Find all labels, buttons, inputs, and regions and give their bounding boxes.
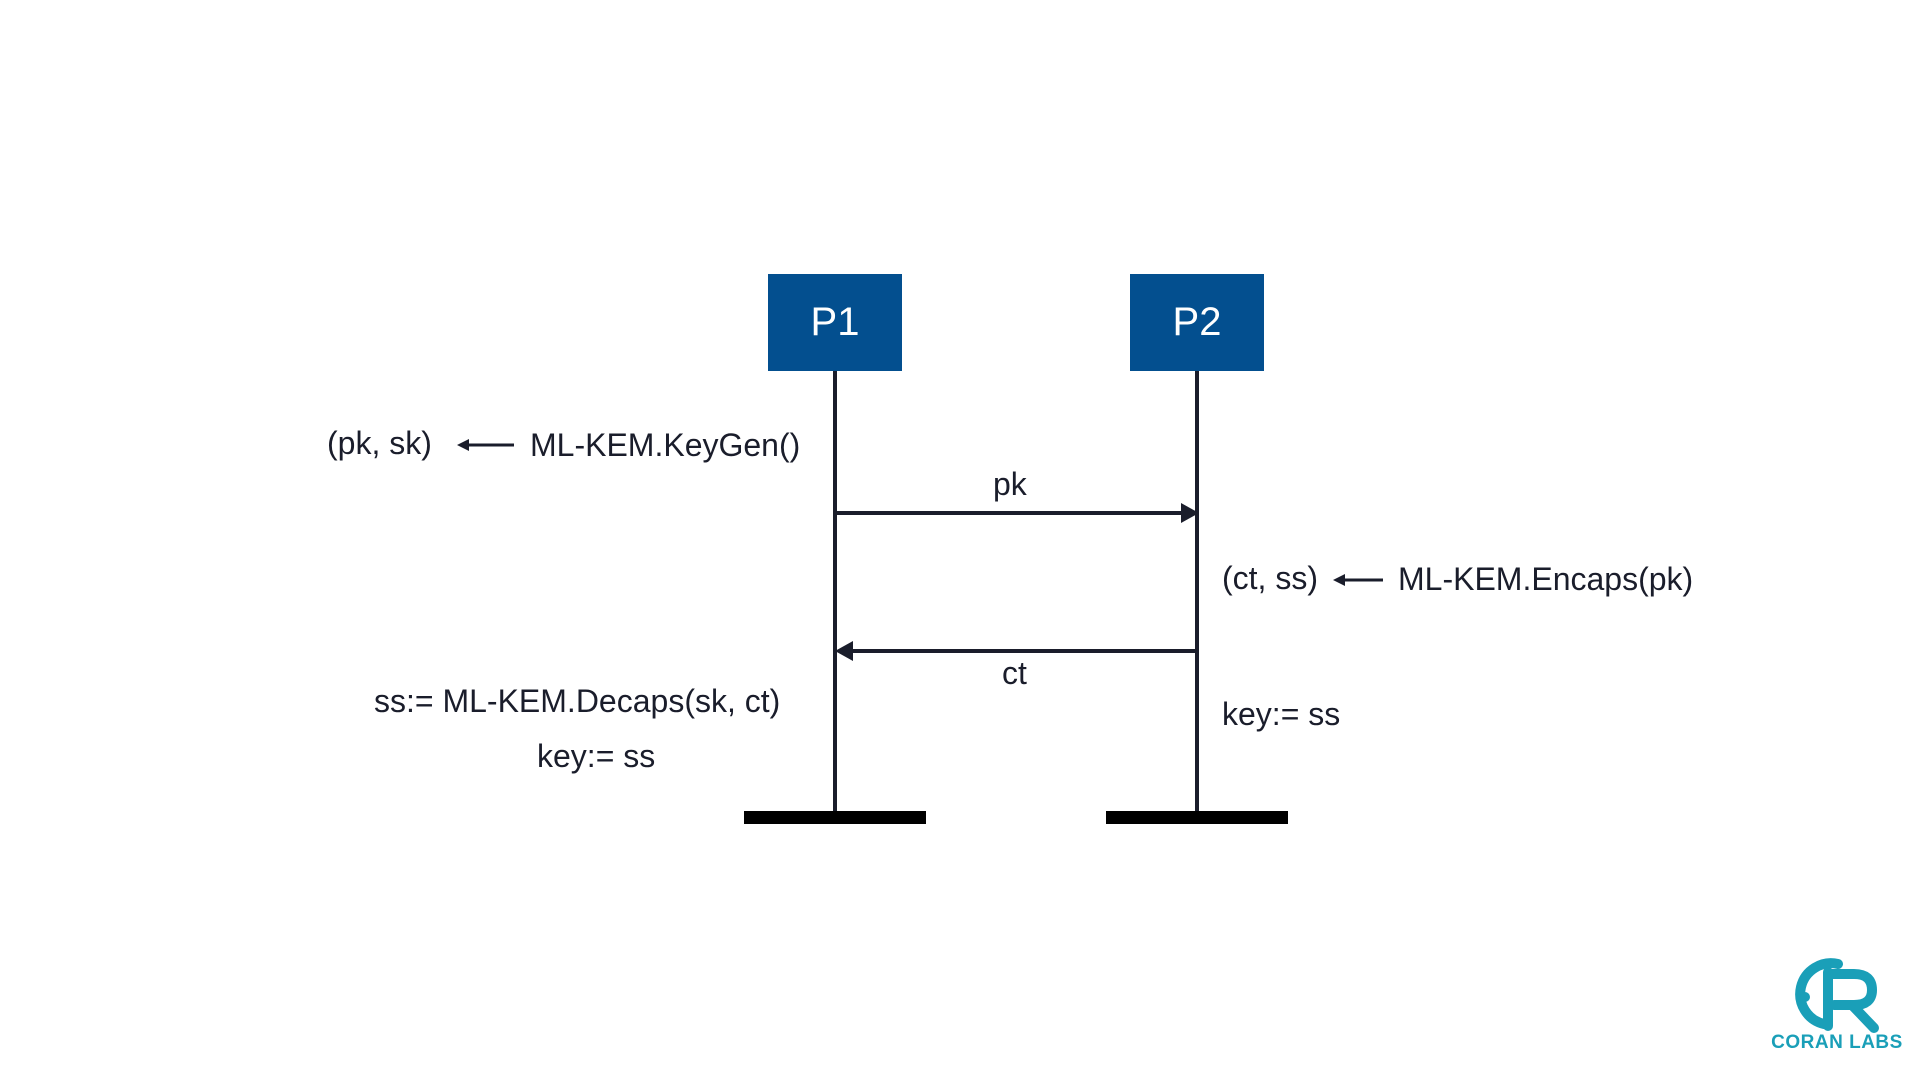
message-line-pk	[837, 511, 1185, 515]
keygen-call-label: ML-KEM.KeyGen()	[530, 427, 801, 463]
arrowhead-ct	[835, 641, 853, 661]
arrowhead-keygen	[457, 439, 469, 451]
message-label-ct: ct	[1002, 655, 1027, 691]
lifeline-p2	[1195, 371, 1199, 816]
brand-name: CORAN LABS	[1771, 1032, 1903, 1053]
arrowhead-encaps	[1333, 574, 1345, 586]
encaps-output-label: (ct, ss)	[1222, 560, 1318, 596]
message-label-pk: pk	[993, 466, 1027, 502]
keygen-output-label: (pk, sk)	[327, 425, 432, 461]
decaps-label: ss:= ML-KEM.Decaps(sk, ct)	[374, 683, 781, 719]
p1-key-label: key:= ss	[537, 738, 656, 774]
party-label-p1: P1	[810, 300, 860, 344]
encaps-call-label: ML-KEM.Encaps(pk)	[1398, 561, 1694, 597]
arrowhead-pk	[1181, 503, 1199, 523]
party-label-p2: P2	[1172, 300, 1222, 344]
party-box-p1: P1	[768, 274, 902, 371]
lifeline-end-bar-p1	[744, 811, 926, 824]
coran-labs-logo-icon	[1795, 958, 1879, 1033]
party-box-p2: P2	[1130, 274, 1264, 371]
message-line-ct	[848, 649, 1197, 653]
lifeline-end-bar-p2	[1106, 811, 1288, 824]
p2-key-label: key:= ss	[1222, 696, 1341, 732]
lifeline-p1	[833, 371, 837, 816]
